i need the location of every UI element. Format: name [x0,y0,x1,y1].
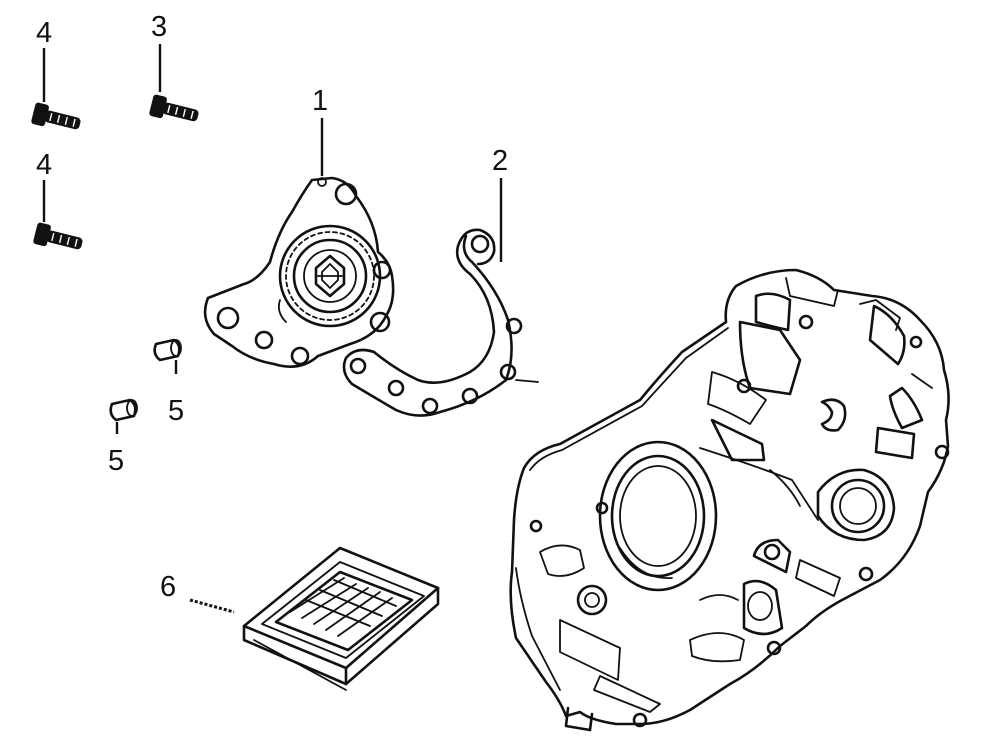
callout-4-bottom: 4 [36,149,52,181]
bolt-part-4-bottom [33,222,83,250]
callout-3: 3 [151,11,167,43]
dowel-pin-part-5-lower [109,398,138,422]
callout-6: 6 [160,571,176,603]
bolt-part-3 [149,94,199,122]
callout-4-top: 4 [36,17,52,49]
callout-5-lower: 5 [108,445,124,477]
filter-screen-part-6 [242,546,440,691]
callout-1: 1 [312,85,328,117]
bolt-part-4-top [31,102,81,130]
oil-pump-part-1 [203,176,395,368]
leader-lines [42,44,503,614]
callout-2: 2 [492,145,508,177]
callout-5-upper: 5 [168,395,184,427]
crankcase-half [509,268,950,732]
dowel-pin-part-5-upper [153,338,182,362]
gasket-part-2 [342,228,539,417]
